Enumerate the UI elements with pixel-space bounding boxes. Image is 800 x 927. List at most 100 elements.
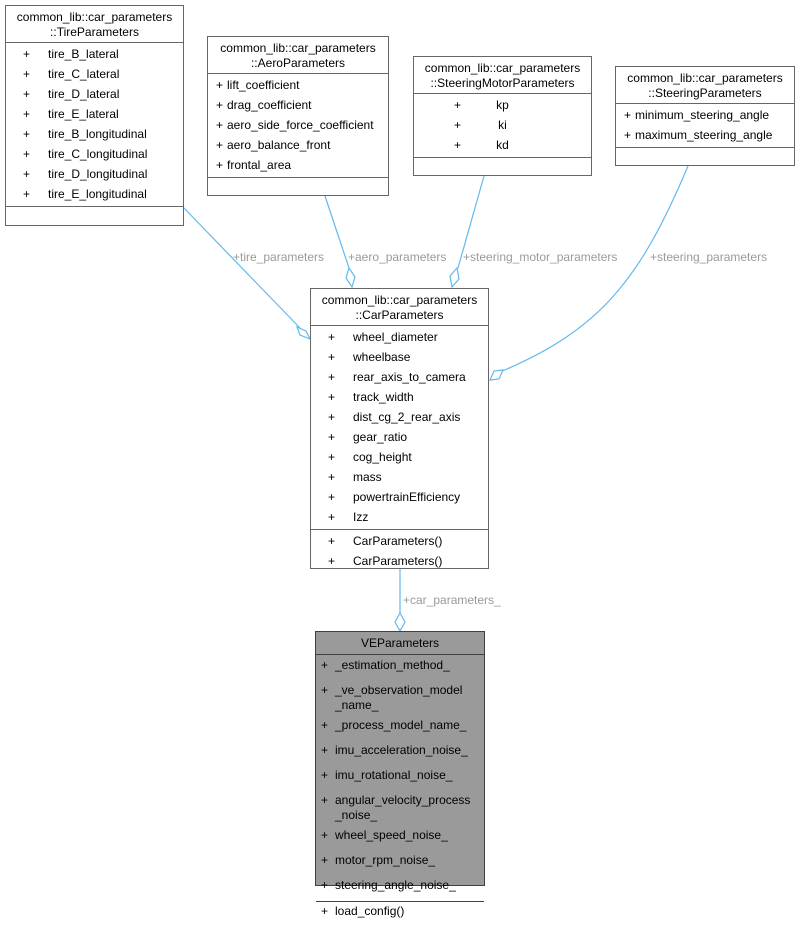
- attribute-row[interactable]: +angular_velocity_process_noise_: [316, 791, 484, 826]
- edge-tire-parameters: [181, 205, 301, 329]
- attribute-row-label: _ve_observation_model_name_: [335, 683, 463, 712]
- attribute-row[interactable]: +tire_E_lateral: [6, 104, 183, 124]
- attribute-row[interactable]: +tire_D_lateral: [6, 84, 183, 104]
- attribute-row[interactable]: +wheel_diameter: [311, 327, 488, 347]
- class-title: common_lib::car_parameters ::AeroParamet…: [208, 37, 388, 74]
- attribute-row[interactable]: + mass: [311, 467, 488, 487]
- attribute-row[interactable]: +frontal_area: [208, 155, 388, 175]
- method-row-label: CarParameters(): [353, 534, 443, 548]
- attribute-row[interactable]: +wheelbase: [311, 347, 488, 367]
- attribute-row-label: tire_D_lateral: [48, 87, 120, 101]
- attribute-row-label: _estimation_method_: [335, 658, 450, 672]
- attribute-row[interactable]: +tire_C_lateral: [6, 64, 183, 84]
- class-title: common_lib::car_parameters ::CarParamete…: [311, 289, 488, 326]
- attribute-row[interactable]: +tire_B_longitudinal: [6, 124, 183, 144]
- attribute-row-label: kd: [496, 138, 509, 152]
- attribute-row-label: minimum_steering_angle: [635, 108, 770, 122]
- attribute-row-label: kp: [496, 98, 509, 112]
- class-title-name: ::SteeringMotorParameters: [430, 76, 575, 90]
- attributes-section: +lift_coefficient+drag_coefficient+aero_…: [208, 74, 388, 178]
- attribute-row[interactable]: +tire_D_longitudinal: [6, 164, 183, 184]
- visibility-marker: +: [321, 718, 329, 732]
- class-steering-parameters[interactable]: common_lib::car_parameters ::SteeringPar…: [615, 66, 795, 166]
- class-title-namespace: common_lib::car_parameters: [424, 61, 581, 75]
- visibility-marker: +: [23, 127, 31, 141]
- visibility-marker: +: [216, 118, 224, 132]
- visibility-marker: +: [321, 828, 329, 842]
- attribute-row[interactable]: +lift_coefficient: [208, 75, 388, 95]
- attribute-row-label: mass: [353, 470, 382, 484]
- attribute-row[interactable]: +ki: [414, 115, 591, 135]
- visibility-marker: +: [328, 470, 336, 484]
- class-car-parameters[interactable]: common_lib::car_parameters ::CarParamete…: [310, 288, 489, 569]
- attribute-row[interactable]: +tire_C_longitudinal: [6, 144, 183, 164]
- edge-aero-parameters: [324, 195, 350, 269]
- visibility-marker: +: [328, 430, 336, 444]
- class-tire-parameters[interactable]: common_lib::car_parameters ::TireParamet…: [5, 5, 184, 226]
- visibility-marker: +: [216, 98, 224, 112]
- attributes-section: +minimum_steering_angle+maximum_steering…: [616, 104, 794, 148]
- attribute-row[interactable]: +_ve_observation_model_name_: [316, 681, 484, 716]
- method-row-label: load_config(): [335, 904, 405, 918]
- visibility-marker: +: [454, 138, 462, 152]
- attributes-section: +_estimation_method_+_ve_observation_mod…: [316, 655, 484, 902]
- attribute-row-label: powertrainEfficiency: [353, 490, 461, 504]
- visibility-marker: +: [321, 853, 329, 867]
- edge-label-steering-motor-parameters: +steering_motor_parameters: [463, 250, 618, 264]
- attribute-row-label: Izz: [353, 510, 369, 524]
- attribute-row-label: steering_angle_noise_: [335, 878, 456, 892]
- attribute-row[interactable]: +powertrainEfficiency: [311, 487, 488, 507]
- edge-label-car-parameters: +car_parameters_: [403, 593, 501, 607]
- attribute-row[interactable]: +rear_axis_to_camera: [311, 367, 488, 387]
- class-title-name: ::CarParameters: [355, 308, 444, 322]
- attribute-row[interactable]: + kd: [414, 135, 591, 155]
- method-row[interactable]: +load_config(): [316, 902, 484, 927]
- attribute-row-label: maximum_steering_angle: [635, 128, 773, 142]
- attribute-row[interactable]: +drag_coefficient: [208, 95, 388, 115]
- visibility-marker: +: [23, 167, 31, 181]
- class-title: common_lib::car_parameters ::SteeringPar…: [616, 67, 794, 104]
- class-title-namespace: common_lib::car_parameters: [220, 41, 376, 55]
- visibility-marker: +: [23, 147, 31, 161]
- visibility-marker: +: [23, 187, 31, 201]
- attribute-row[interactable]: + motor_rpm_noise_: [316, 851, 484, 876]
- attribute-row[interactable]: +wheel_speed_noise_: [316, 826, 484, 851]
- visibility-marker: +: [624, 128, 632, 142]
- attribute-row[interactable]: +kp: [414, 95, 591, 115]
- edge-label-tire-parameters: +tire_parameters: [233, 250, 325, 264]
- visibility-marker: +: [23, 107, 31, 121]
- edge-label-aero-parameters: +aero_parameters: [348, 250, 447, 264]
- attribute-row[interactable]: +tire_E_longitudinal: [6, 184, 183, 204]
- attribute-row[interactable]: +dist_cg_2_rear_axis: [311, 407, 488, 427]
- attributes-section: +wheel_diameter+wheelbase+rear_axis_to_c…: [311, 326, 488, 530]
- class-title-namespace: common_lib::car_parameters: [627, 71, 783, 85]
- method-row[interactable]: +CarParameters(): [311, 531, 488, 551]
- attribute-row[interactable]: +gear_ratio: [311, 427, 488, 447]
- attribute-row[interactable]: +steering_angle_noise_: [316, 876, 484, 901]
- attribute-row[interactable]: +track_width: [311, 387, 488, 407]
- attribute-row[interactable]: +cog_height: [311, 447, 488, 467]
- methods-section: [414, 158, 591, 182]
- attribute-row[interactable]: +aero_balance_front: [208, 135, 388, 155]
- attribute-row[interactable]: +maximum_steering_angle: [616, 125, 794, 145]
- attribute-row-label: motor_rpm_noise_: [335, 853, 436, 867]
- attribute-row[interactable]: +aero_side_force_coefficient: [208, 115, 388, 135]
- edge-steering-parameters: [499, 165, 689, 373]
- class-aero-parameters[interactable]: common_lib::car_parameters ::AeroParamet…: [207, 36, 389, 196]
- method-row[interactable]: +CarParameters(): [311, 551, 488, 571]
- class-ve-parameters[interactable]: VEParameters +_estimation_method_+_ve_ob…: [315, 631, 485, 918]
- attribute-row[interactable]: +imu_acceleration_noise_: [316, 741, 484, 766]
- class-steering-motor-parameters[interactable]: common_lib::car_parameters ::SteeringMot…: [413, 56, 592, 176]
- attribute-row[interactable]: + _process_model_name_: [316, 716, 484, 741]
- visibility-marker: +: [454, 118, 462, 132]
- visibility-marker: +: [328, 390, 336, 404]
- attributes-section: +kp+ki+kd: [414, 94, 591, 158]
- attribute-row[interactable]: +minimum_steering_angle: [616, 105, 794, 125]
- attribute-row-label: tire_B_lateral: [48, 47, 119, 61]
- attribute-row[interactable]: +Izz: [311, 507, 488, 527]
- attribute-row[interactable]: +_estimation_method_: [316, 656, 484, 681]
- attribute-row[interactable]: +tire_B_lateral: [6, 44, 183, 64]
- attribute-row[interactable]: +imu_rotational_noise_: [316, 766, 484, 791]
- attribute-row-label: _process_model_name_: [335, 718, 467, 732]
- visibility-marker: +: [216, 158, 224, 172]
